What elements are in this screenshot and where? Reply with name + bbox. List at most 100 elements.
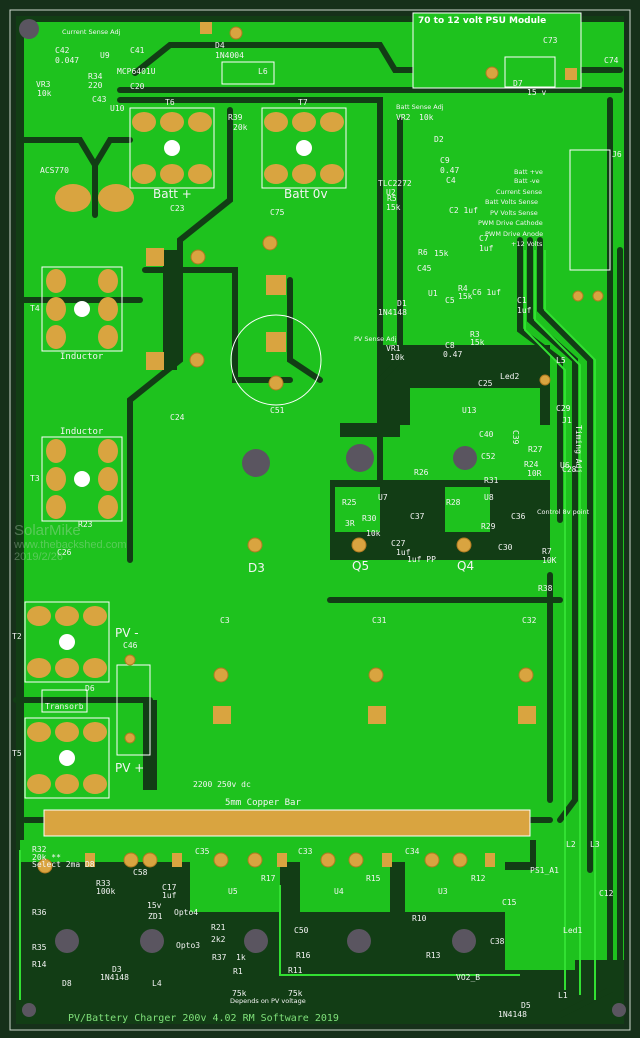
silkscreen-label: R10 bbox=[412, 914, 427, 923]
silkscreen-label: L2 bbox=[566, 840, 576, 849]
silkscreen-label: J1 bbox=[562, 416, 572, 425]
silkscreen-label: 75k bbox=[288, 989, 303, 998]
silkscreen-label: L5 bbox=[556, 356, 566, 365]
silkscreen-label: C20 bbox=[130, 82, 145, 91]
silkscreen-label: 10K bbox=[542, 556, 557, 565]
silkscreen-label: +12 Volts bbox=[511, 240, 543, 248]
silkscreen-label: R14 bbox=[32, 960, 47, 969]
silkscreen-label: C8 bbox=[445, 341, 455, 350]
silkscreen-label: J6 bbox=[612, 150, 622, 159]
silkscreen-label: R35 bbox=[32, 943, 47, 952]
silkscreen-label: U9 bbox=[100, 51, 110, 60]
silkscreen-label: D4 bbox=[215, 41, 225, 50]
silkscreen-label: C27 bbox=[391, 539, 406, 548]
silkscreen-label: PV + bbox=[115, 761, 145, 775]
silkscreen-label: Opto4 bbox=[174, 908, 199, 917]
silkscreen-label: C41 bbox=[130, 46, 145, 55]
silkscreen-label: Q5 bbox=[352, 559, 370, 573]
silkscreen-label: C24 bbox=[170, 413, 185, 422]
board-outline bbox=[9, 9, 631, 1031]
silkscreen-label: R6 bbox=[418, 248, 428, 257]
silkscreen-label: Batt 0v bbox=[284, 187, 328, 201]
silkscreen-label: 1uf bbox=[479, 244, 494, 253]
silkscreen-label: VR2 bbox=[396, 113, 411, 122]
silkscreen-label: R33 bbox=[96, 879, 111, 888]
silkscreen-label: T7 bbox=[298, 98, 308, 107]
silkscreen-label: 1N4148 bbox=[378, 308, 407, 317]
silkscreen-label: ACS770 bbox=[40, 166, 69, 175]
silkscreen-label: 100k bbox=[96, 887, 116, 896]
square-pads bbox=[85, 22, 577, 867]
mounting-holes bbox=[19, 19, 626, 1017]
silkscreen-label: R39 bbox=[228, 113, 243, 122]
silkscreen-label: D7 bbox=[513, 79, 523, 88]
silkscreen-label: D5 bbox=[521, 1001, 531, 1010]
silkscreen-label: U10 bbox=[110, 104, 125, 113]
silkscreen-label: C9 bbox=[440, 156, 450, 165]
silkscreen-label: C29 bbox=[556, 404, 571, 413]
silkscreen-label: L6 bbox=[258, 67, 268, 76]
silkscreen-label: D3 bbox=[248, 561, 265, 575]
silkscreen-label: C50 bbox=[294, 926, 309, 935]
silkscreen-label: C23 bbox=[170, 204, 185, 213]
silkscreen-label: 20k ** bbox=[32, 853, 61, 862]
silkscreen-label: 1N4148 bbox=[498, 1010, 527, 1019]
silkscreen-label: Inductor bbox=[60, 352, 104, 362]
silkscreen-label: R11 bbox=[288, 966, 303, 975]
silkscreen-label: C36 bbox=[511, 512, 526, 521]
silkscreen-label: T6 bbox=[165, 98, 175, 107]
silkscreen-label: R26 bbox=[414, 468, 429, 477]
silkscreen-label: VR3 bbox=[36, 80, 51, 89]
silkscreen-label: C28 bbox=[562, 465, 577, 474]
round-pads bbox=[37, 26, 604, 874]
silkscreen-label: R30 bbox=[362, 514, 377, 523]
silkscreen-label: R15 bbox=[366, 874, 381, 883]
silkscreen-label: PWM Drive Anode bbox=[485, 230, 544, 238]
silkscreen-label: C51 bbox=[270, 406, 285, 415]
silkscreen-label: C46 bbox=[123, 641, 138, 650]
silkscreen-label: C35 bbox=[195, 847, 210, 856]
silkscreen-label: PV Volts Sense bbox=[490, 209, 538, 217]
silkscreen-label: C3 bbox=[220, 616, 230, 625]
silkscreen-label: R24 bbox=[524, 460, 539, 469]
silkscreen-label: C33 bbox=[298, 847, 313, 856]
silkscreen-label: 15k bbox=[458, 292, 473, 301]
silkscreen-label: D2 bbox=[434, 135, 444, 144]
silkscreen-label: Depends on PV voltage bbox=[230, 997, 306, 1005]
silkscreen-label: Batt Volts Sense bbox=[485, 198, 538, 206]
silkscreen-label: R29 bbox=[481, 522, 496, 531]
silkscreen-label: 75k bbox=[232, 989, 247, 998]
silkscreen-label: Current Sense bbox=[496, 188, 543, 196]
silkscreen-label: U7 bbox=[378, 493, 388, 502]
watermark-name: SolarMike bbox=[14, 522, 81, 539]
watermark-url: www.thebackshed.com bbox=[14, 539, 127, 551]
silkscreen-label: 220 bbox=[88, 81, 103, 90]
silkscreen-label: U2 bbox=[386, 188, 396, 197]
silkscreen-label: Led2 bbox=[500, 372, 520, 381]
silkscreen-label: R36 bbox=[32, 908, 47, 917]
silkscreen-label: R5 bbox=[387, 194, 397, 203]
silkscreen-label: Select 2ma D8 bbox=[32, 860, 95, 869]
silkscreen-label: PV Sense Adj bbox=[354, 335, 397, 343]
silkscreen-label: C5 bbox=[445, 296, 455, 305]
silkscreen-label: R4 bbox=[458, 284, 468, 293]
silkscreen-label: U3 bbox=[438, 887, 448, 896]
silkscreen-label: 1uf bbox=[162, 891, 177, 900]
watermark: SolarMike www.thebackshed.com 2019/2/26 bbox=[14, 522, 127, 563]
bright-zones bbox=[20, 388, 575, 970]
silkscreen-label: 1uf bbox=[396, 548, 411, 557]
silkscreen-label: R23 bbox=[78, 520, 93, 529]
silkscreen-label: C6 1uf bbox=[472, 288, 501, 297]
silkscreen-label: 1N4004 bbox=[215, 51, 244, 60]
silkscreen-label: PS1_A1 bbox=[530, 866, 559, 875]
silkscreen-label: R28 bbox=[446, 498, 461, 507]
silkscreen-label: D6 bbox=[85, 684, 95, 693]
silkscreen-label: Current Sense Adj bbox=[62, 28, 121, 36]
silkscreen-label: C40 bbox=[479, 430, 494, 439]
copper-bar bbox=[43, 809, 531, 837]
silkscreen-label: C30 bbox=[498, 543, 513, 552]
silkscreen-label: C1 bbox=[517, 296, 527, 305]
silkscreen-label: Batt + bbox=[153, 187, 192, 201]
silkscreen-label: VR1 bbox=[386, 344, 401, 353]
